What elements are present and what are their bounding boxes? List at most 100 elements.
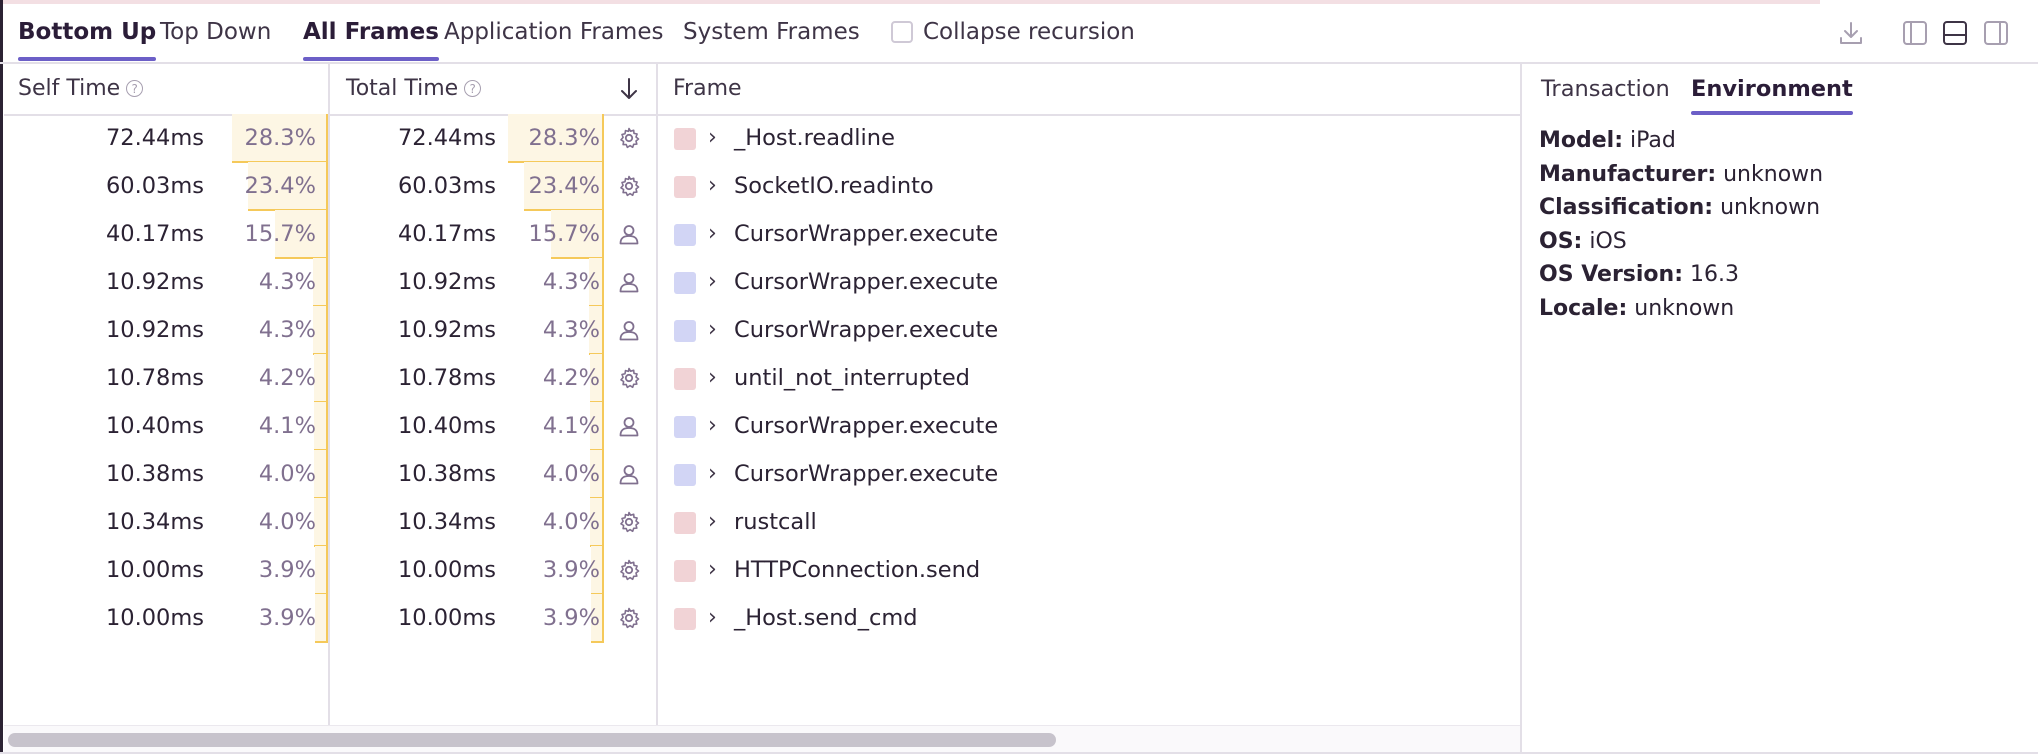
tab-all-frames[interactable]: All Frames (303, 4, 439, 61)
environment-item: OS: iOS (1539, 225, 1627, 258)
total-time-bar (524, 162, 604, 211)
scrollbar-thumb[interactable] (8, 733, 1056, 747)
self-time-bar (314, 498, 328, 547)
tab-transaction[interactable]: Transaction (1541, 76, 1670, 102)
left-edge (0, 0, 3, 754)
chevron-right-icon[interactable]: › (708, 605, 717, 630)
download-icon[interactable] (1836, 18, 1866, 48)
total-time-value: 10.34ms (397, 509, 496, 535)
self-time-value: 10.00ms (105, 605, 204, 631)
self-time-value: 10.34ms (105, 509, 204, 535)
frame-header[interactable]: Frame (673, 76, 742, 101)
total-time-value: 40.17ms (397, 221, 496, 247)
layout-bottom-icon[interactable] (1940, 18, 1970, 48)
table-row[interactable]: 10.92ms 4.3% 10.92ms 4.3% › CursorWrappe… (4, 306, 1520, 355)
table-row[interactable]: 10.40ms 4.1% 10.40ms 4.1% › CursorWrappe… (4, 402, 1520, 451)
column-divider[interactable] (328, 64, 330, 725)
chevron-right-icon[interactable]: › (708, 317, 717, 342)
gear-icon (620, 367, 640, 389)
tab-system-frames[interactable]: System Frames (683, 19, 860, 45)
frame-name[interactable]: CursorWrapper.execute (734, 317, 999, 343)
frame-color-swatch (674, 512, 696, 534)
tab-bottom-up[interactable]: Bottom Up (18, 4, 157, 61)
tab-application-frames[interactable]: Application Frames (444, 19, 664, 45)
tab-top-down[interactable]: Top Down (160, 19, 272, 45)
table-row[interactable]: 10.34ms 4.0% 10.34ms 4.0% › rustcall (4, 498, 1520, 547)
chevron-right-icon[interactable]: › (708, 173, 717, 198)
self-time-value: 10.00ms (105, 557, 204, 583)
self-time-label: Self Time (18, 76, 121, 101)
frame-name[interactable]: until_not_interrupted (734, 365, 970, 391)
total-time-percent: 4.2% (542, 365, 600, 391)
self-time-value: 40.17ms (105, 221, 204, 247)
flamegraph-edge (0, 0, 1820, 4)
self-time-value: 10.78ms (105, 365, 204, 391)
column-divider[interactable] (656, 64, 658, 725)
total-time-percent: 15.7% (528, 221, 600, 247)
self-time-percent: 4.0% (258, 461, 316, 487)
environment-key: Locale: (1539, 295, 1628, 321)
chevron-right-icon[interactable]: › (708, 461, 717, 486)
self-time-percent: 4.0% (258, 509, 316, 535)
table-row[interactable]: 10.78ms 4.2% 10.78ms 4.2% › until_not_in… (4, 354, 1520, 403)
chevron-right-icon[interactable]: › (708, 365, 717, 390)
frame-name[interactable]: CursorWrapper.execute (734, 269, 999, 295)
gear-icon (620, 511, 640, 533)
table-row[interactable]: 10.00ms 3.9% 10.00ms 3.9% › _Host.send_c… (4, 594, 1520, 643)
table-row[interactable]: 72.44ms 28.3% 72.44ms 28.3% › _Host.read… (4, 114, 1520, 163)
self-time-percent: 4.3% (258, 317, 316, 343)
panel-divider[interactable] (1520, 62, 1522, 754)
layout-right-icon[interactable] (1981, 18, 2011, 48)
self-time-value: 10.92ms (105, 269, 204, 295)
total-time-value: 10.92ms (397, 269, 496, 295)
total-time-bar (550, 210, 605, 259)
total-time-percent: 3.9% (542, 605, 600, 631)
self-time-bar (231, 114, 329, 163)
chevron-right-icon[interactable]: › (708, 557, 717, 582)
frame-name[interactable]: _Host.send_cmd (734, 605, 918, 631)
self-time-header[interactable]: Self Time? (18, 64, 144, 114)
environment-item: Model: iPad (1539, 124, 1676, 157)
chevron-right-icon[interactable]: › (708, 413, 717, 438)
frame-name[interactable]: rustcall (734, 509, 817, 535)
frame-name[interactable]: CursorWrapper.execute (734, 461, 999, 487)
total-time-value: 60.03ms (397, 173, 496, 199)
chevron-right-icon[interactable]: › (708, 125, 717, 150)
table-row[interactable]: 10.00ms 3.9% 10.00ms 3.9% › HTTPConnecti… (4, 546, 1520, 595)
help-icon[interactable]: ? (126, 80, 144, 97)
help-icon[interactable]: ? (464, 80, 482, 97)
frame-name[interactable]: SocketIO.readinto (734, 173, 934, 199)
environment-value: 16.3 (1683, 262, 1739, 287)
table-row[interactable]: 60.03ms 23.4% 60.03ms 23.4% › SocketIO.r… (4, 162, 1520, 211)
collapse-recursion-checkbox[interactable] (891, 21, 913, 43)
chevron-right-icon[interactable]: › (708, 221, 717, 246)
self-time-percent: 23.4% (244, 173, 316, 199)
table-row[interactable]: 40.17ms 15.7% 40.17ms 15.7% › CursorWrap… (4, 210, 1520, 259)
total-time-percent: 23.4% (528, 173, 600, 199)
chevron-right-icon[interactable]: › (708, 269, 717, 294)
frame-name[interactable]: _Host.readline (734, 125, 895, 151)
collapse-recursion-label[interactable]: Collapse recursion (923, 19, 1135, 45)
arrow-down-icon[interactable] (617, 76, 641, 102)
total-time-percent: 4.0% (542, 461, 600, 487)
total-time-percent: 3.9% (542, 557, 600, 583)
frame-name[interactable]: CursorWrapper.execute (734, 221, 999, 247)
table-row[interactable]: 10.92ms 4.3% 10.92ms 4.3% › CursorWrappe… (4, 258, 1520, 307)
total-time-value: 10.40ms (397, 413, 496, 439)
frame-name[interactable]: HTTPConnection.send (734, 557, 981, 583)
environment-value: unknown (1716, 161, 1824, 187)
frame-name[interactable]: CursorWrapper.execute (734, 413, 999, 439)
environment-item: OS Version: 16.3 (1539, 258, 1739, 291)
total-time-header[interactable]: Total Time? (346, 64, 482, 114)
frame-color-swatch (674, 464, 696, 486)
self-time-bar (314, 402, 328, 451)
chevron-right-icon[interactable]: › (708, 509, 717, 534)
gear-icon (620, 127, 640, 149)
tab-environment[interactable]: Environment (1691, 64, 1853, 115)
environment-value: unknown (1713, 195, 1821, 220)
table-header (4, 64, 1520, 116)
environment-key: Manufacturer: (1539, 161, 1717, 187)
layout-left-icon[interactable] (1900, 18, 1930, 48)
user-icon (619, 465, 639, 485)
table-row[interactable]: 10.38ms 4.0% 10.38ms 4.0% › CursorWrappe… (4, 450, 1520, 499)
